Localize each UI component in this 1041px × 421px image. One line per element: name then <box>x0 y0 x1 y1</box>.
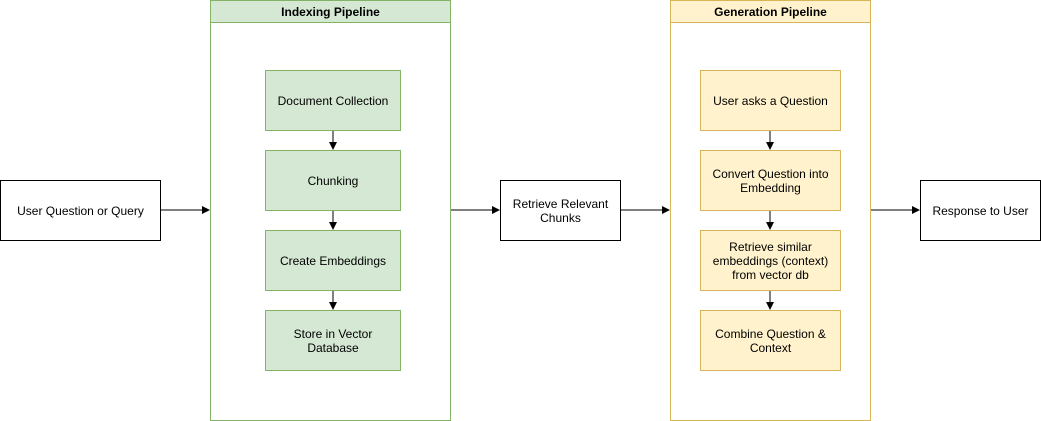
user-query-node: User Question or Query <box>0 180 161 241</box>
indexing-step-label: Store in Vector Database <box>293 326 373 355</box>
user-query-label: User Question or Query <box>17 203 144 218</box>
indexing-step-label: Chunking <box>307 173 359 188</box>
indexing-step-create-embeddings: Create Embeddings <box>265 230 401 291</box>
generation-step-label: Combine Question & Context <box>715 326 826 355</box>
indexing-step-document-collection: Document Collection <box>265 70 401 131</box>
response-node: Response to User <box>920 180 1041 241</box>
indexing-step-label: Document Collection <box>277 93 389 108</box>
retrieve-chunks-node: Retrieve Relevant Chunks <box>500 180 621 241</box>
indexing-pipeline-container: Indexing Pipeline <box>210 0 451 421</box>
generation-step-combine-context: Combine Question & Context <box>700 310 841 371</box>
generation-step-retrieve-similar: Retrieve similar embeddings (context) fr… <box>700 230 841 291</box>
retrieve-chunks-label: Retrieve Relevant Chunks <box>512 196 609 225</box>
generation-pipeline-title: Generation Pipeline <box>671 1 870 23</box>
generation-step-label: User asks a Question <box>713 93 828 108</box>
indexing-pipeline-title: Indexing Pipeline <box>211 1 450 23</box>
generation-step-label: Convert Question into Embedding <box>712 166 829 195</box>
indexing-step-store-vector-db: Store in Vector Database <box>265 310 401 371</box>
generation-step-label: Retrieve similar embeddings (context) fr… <box>712 239 829 282</box>
indexing-step-label: Create Embeddings <box>279 253 387 268</box>
generation-step-convert-embedding: Convert Question into Embedding <box>700 150 841 211</box>
indexing-step-chunking: Chunking <box>265 150 401 211</box>
generation-step-user-asks: User asks a Question <box>700 70 841 131</box>
response-label: Response to User <box>932 203 1029 218</box>
